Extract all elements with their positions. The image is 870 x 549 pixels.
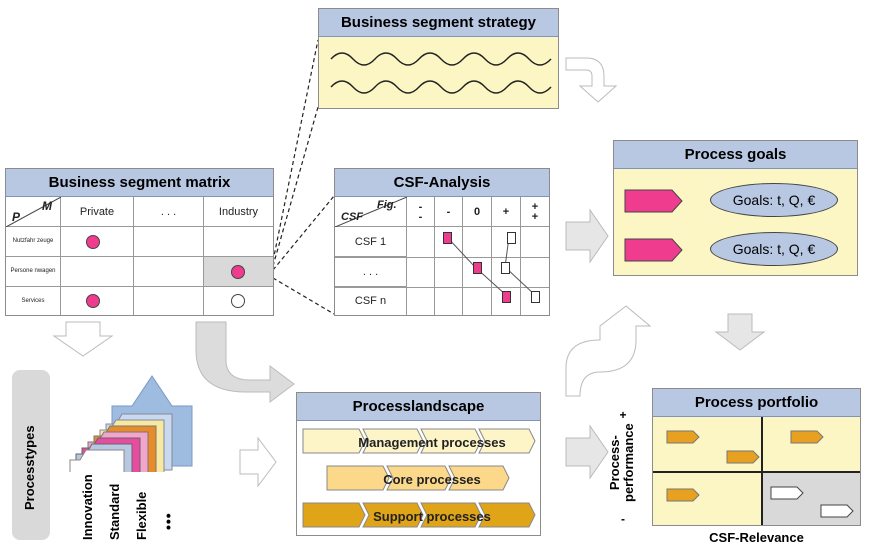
csf-row-header: CSF 1 [335,227,407,257]
portfolio-divider-h [653,471,860,473]
matrix-cell [204,227,273,257]
strategy-panel: Business segment strategy [318,8,559,109]
csf-column [492,227,521,315]
portfolio-panel: Process portfolio [652,388,861,526]
matrix-cell [61,257,134,287]
goals-panel: Process goals Goals: t, Q, € Goals: t, Q… [613,140,858,276]
csf-grid: CSF Fig. - - - 0 + + + CSF 1 . . . CSF n [335,197,549,315]
matrix-row-header: Services [6,287,61,315]
csf-col-header: 0 [463,197,492,227]
strategy-title: Business segment strategy [319,9,558,37]
matrix-cell [61,227,134,257]
portfolio-markers [666,430,854,518]
csf-marker-white [501,262,510,274]
matrix-dot-pink [231,265,245,279]
portfolio-y-plus: + [619,408,627,422]
arrow-matrix-to-types [52,321,114,357]
portfolio-y-minus: - [621,512,625,526]
csf-marker-white [507,232,516,244]
csf-corner: CSF Fig. [335,197,407,227]
csf-row-divider [335,257,549,258]
matrix-corner-m: M [42,199,52,213]
matrix-col-header: . . . [134,197,204,227]
csf-row-header: . . . [335,257,407,287]
portfolio-x-label: CSF-Relevance [709,530,804,545]
csf-marker-pink [443,232,452,244]
processtypes-label-box: Processtypes [12,370,50,540]
landscape-title: Processlandscape [297,393,540,421]
landscape-chevrons [302,428,536,528]
strategy-wave-1 [330,52,552,66]
arrow-landscape-to-portfolio [565,424,609,480]
processtype-standard: Standard [107,483,122,540]
connector-matrix-strategy-1 [272,39,319,262]
landscape-core-label: Core processes [383,472,481,487]
arrow-landscape-to-goals [565,305,652,397]
csf-marker-pink [502,291,511,303]
csf-row-header: CSF n [335,287,407,315]
strategy-wave-lines [330,52,552,94]
arrow-goals-to-portfolio [714,313,766,351]
matrix-cell [134,227,204,257]
csf-column [463,227,492,315]
goals-ellipse-label: Goals: t, Q, € [732,192,816,208]
landscape-support-label: Support processes [373,509,491,524]
csf-profile-lines [446,236,536,296]
arrow-csf-to-goals [565,208,609,264]
matrix-col-header: Private [61,197,134,227]
csf-corner-csf: CSF [341,211,363,223]
processtype-flexible: Flexible [134,491,149,540]
csf-col-header: - [435,197,463,227]
matrix-row-header: Nutzfahr zeuge [6,227,61,257]
arrow-matrix-to-landscape [195,321,295,403]
landscape-panel: Processlandscape Management processes Co… [296,392,541,536]
csf-col-header: - - [407,197,435,227]
matrix-corner: P M [6,197,61,227]
csf-row-divider [335,287,549,288]
processtypes-stack-icon [69,375,193,472]
matrix-row-header: Persone nwagen [6,257,61,287]
landscape-management-label: Management processes [358,435,506,450]
matrix-grid: P M Private . . . Industry Nutzfahr zeug… [6,197,273,315]
csf-marker-white [531,291,540,303]
processtype-more: ••• [160,512,176,530]
portfolio-quadrant-top-right [761,417,860,472]
strategy-wave-2 [330,80,552,94]
csf-panel: CSF-Analysis CSF Fig. - - - 0 + + + CSF … [334,168,550,316]
portfolio-title: Process portfolio [653,389,860,417]
csf-marker-pink [473,262,482,274]
connector-matrix-csf-2 [272,277,335,315]
csf-corner-fig: Fig. [377,199,397,211]
processtype-innovation: Innovation [80,474,95,540]
matrix-panel: Business segment matrix P M Private . . … [5,168,274,316]
goals-ellipse: Goals: t, Q, € [710,232,838,266]
matrix-dot-pink [86,235,100,249]
matrix-dot-pink [86,294,100,308]
matrix-title: Business segment matrix [6,169,273,197]
matrix-col-header: Industry [204,197,273,227]
csf-title: CSF-Analysis [335,169,549,197]
matrix-cell [61,287,134,315]
csf-column [435,227,463,315]
matrix-cell [134,287,204,315]
csf-col-header: + [492,197,521,227]
arrow-strategy-to-goals [565,57,618,103]
matrix-cell [134,257,204,287]
goals-ellipse: Goals: t, Q, € [710,183,838,217]
goals-title: Process goals [614,141,857,169]
portfolio-y-label: Process- performance [607,423,636,502]
csf-col-header: + + [521,197,549,227]
matrix-dot-white [231,294,245,308]
matrix-corner-p: P [12,210,21,224]
goals-pink-chevron [624,189,683,213]
goals-pink-chevron [624,238,683,262]
csf-column [407,227,435,315]
processtypes-label: Processtypes [22,425,37,510]
goals-ellipse-label: Goals: t, Q, € [732,241,816,257]
connector-matrix-csf-1 [272,195,335,271]
arrow-types-to-landscape [239,436,277,488]
